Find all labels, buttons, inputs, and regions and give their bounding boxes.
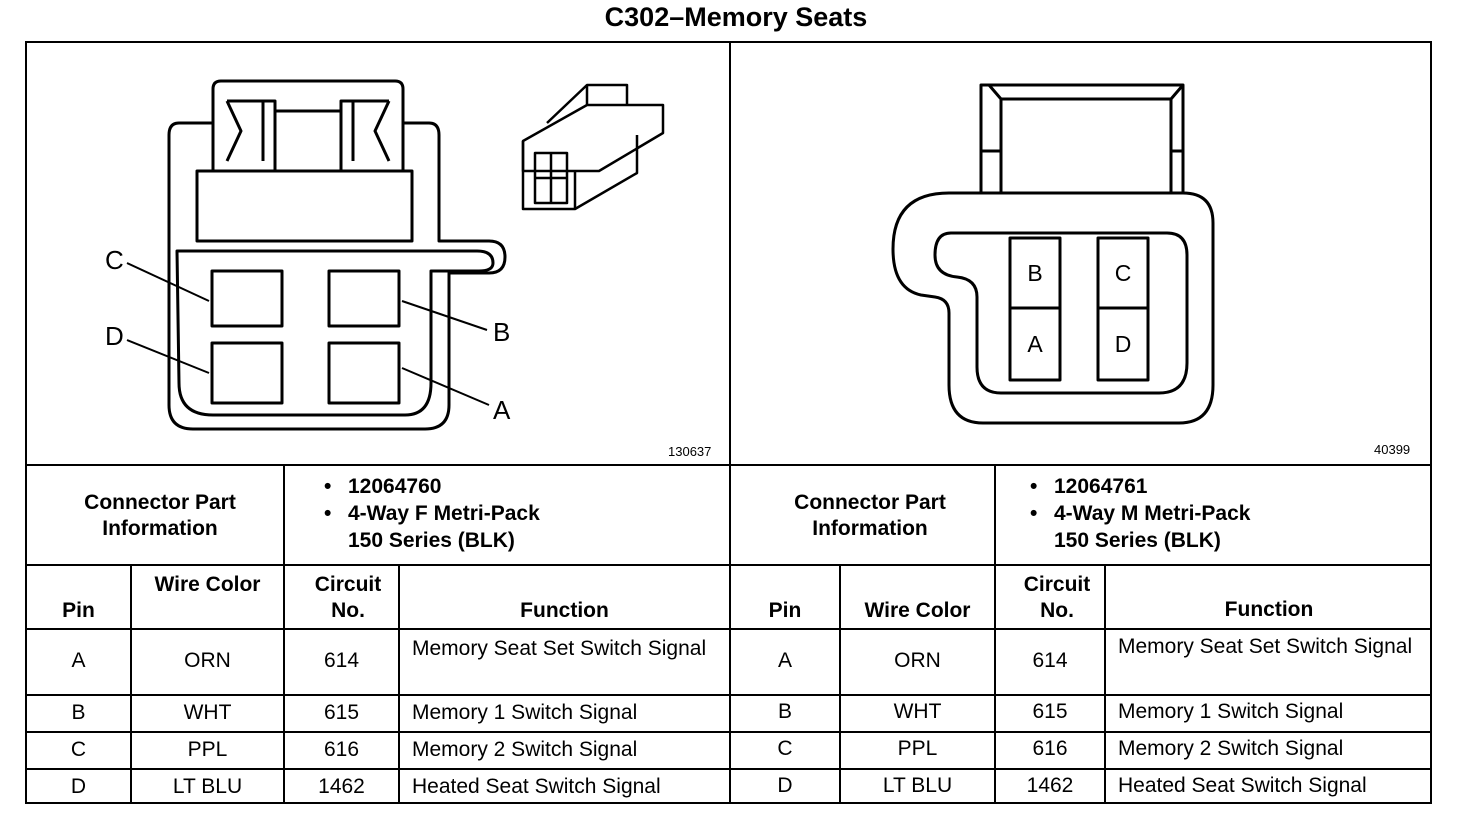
male-connector-diagram: B C A D <box>891 83 1215 425</box>
pin-cell: B <box>71 701 86 724</box>
callout-label-d: D <box>105 321 124 351</box>
callout-label-c: C <box>105 245 124 275</box>
circuit-cell: 615 <box>1032 700 1068 723</box>
right-connector-label: Connector Part Information <box>794 491 946 540</box>
table-frame <box>25 41 1432 804</box>
row-a-rule <box>25 694 1432 696</box>
function-cell: Memory Seat Set Switch Signal <box>412 637 707 660</box>
left-col-rule-3 <box>398 564 400 804</box>
function-cell: Memory 1 Switch Signal <box>412 701 638 724</box>
pin-cell: D <box>70 775 87 798</box>
circuit-cell: 1462 <box>318 775 365 798</box>
wire-color-cell: WHT <box>893 700 942 723</box>
circuit-cell: 614 <box>323 649 360 672</box>
left-info-divider <box>283 464 285 804</box>
circuit-cell: 615 <box>323 701 360 724</box>
left-header-function: Function <box>520 599 609 622</box>
pin-cell: B <box>777 700 792 723</box>
left-header-circuit: Circuit No. <box>314 573 382 622</box>
pin-cell: C <box>777 737 793 760</box>
left-col-rule-1 <box>130 564 132 804</box>
left-header-pin: Pin <box>62 599 95 622</box>
wire-color-cell: ORN <box>184 649 231 672</box>
pin-cell-d: D <box>1115 331 1132 357</box>
left-figure-id: 130637 <box>668 444 712 459</box>
right-header-wire: Wire Color <box>864 599 971 622</box>
wire-color-cell: WHT <box>183 701 232 724</box>
callout-label-b: B <box>493 317 510 347</box>
left-connector-label: Connector Part Information <box>84 491 236 540</box>
left-connector-type: 4-Way F Metri-Pack <box>348 502 540 525</box>
left-connector-info: • 12064760 • 4-Way F Metri-Pack 150 Series… <box>324 473 540 554</box>
row-c-rule <box>25 768 1432 770</box>
left-header-wire: Wire Color <box>154 573 261 596</box>
function-cell: Memory Seat Set Switch Signal <box>1118 635 1413 658</box>
wire-color-cell: PPL <box>187 738 228 761</box>
bullet-icon: • <box>324 475 332 498</box>
pin-cell: A <box>777 649 792 672</box>
circuit-cell: 614 <box>1032 649 1068 672</box>
right-connector-series: 150 Series (BLK) <box>1054 529 1221 552</box>
right-info-divider <box>994 464 996 804</box>
page-title: C302–Memory Seats <box>604 2 868 32</box>
pin-cell-c: C <box>1115 260 1132 286</box>
female-connector-diagram: C D B A <box>105 79 665 431</box>
pin-cell-b: B <box>1027 260 1042 286</box>
circuit-cell: 616 <box>323 738 360 761</box>
right-connector-info: • 12064761 • 4-Way M Metri-Pack 150 Series… <box>1030 473 1250 554</box>
wire-color-cell: LT BLU <box>172 775 243 798</box>
wire-color-cell: LT BLU <box>882 774 953 797</box>
pin-cell: A <box>71 649 86 672</box>
right-connector-type: 4-Way M Metri-Pack <box>1054 502 1251 525</box>
right-header-pin: Pin <box>768 599 802 622</box>
pin-cell-a: A <box>1027 331 1043 357</box>
header-bottom-rule <box>25 628 1432 630</box>
center-divider <box>729 41 731 804</box>
circuit-cell: 616 <box>1032 737 1068 760</box>
diagram-bottom-rule <box>25 464 1432 466</box>
right-header-function: Function <box>1224 598 1314 621</box>
left-part-number: 12064760 <box>348 475 442 498</box>
row-b-rule <box>25 731 1432 733</box>
bullet-icon: • <box>1030 475 1038 498</box>
right-col-rule-3 <box>1104 564 1106 804</box>
right-header-circuit: Circuit No. <box>1023 573 1091 622</box>
function-cell: Memory 2 Switch Signal <box>1118 737 1344 760</box>
circuit-cell: 1462 <box>1026 774 1074 797</box>
function-cell: Heated Seat Switch Signal <box>412 775 661 798</box>
callout-label-a: A <box>493 395 511 425</box>
right-figure-id: 40399 <box>1374 442 1411 457</box>
bullet-icon: • <box>1030 502 1038 525</box>
function-cell: Heated Seat Switch Signal <box>1118 774 1367 797</box>
pin-cell: D <box>777 774 793 797</box>
right-part-number: 12064761 <box>1054 475 1148 498</box>
function-cell: Memory 1 Switch Signal <box>1118 700 1344 723</box>
pin-cell: C <box>70 738 87 761</box>
wire-color-cell: PPL <box>897 737 938 760</box>
function-cell: Memory 2 Switch Signal <box>412 738 638 761</box>
right-col-rule-1 <box>839 564 841 804</box>
wire-color-cell: ORN <box>894 649 941 672</box>
info-bottom-rule <box>25 564 1432 566</box>
bullet-icon: • <box>324 502 332 525</box>
left-connector-series: 150 Series (BLK) <box>348 529 515 552</box>
